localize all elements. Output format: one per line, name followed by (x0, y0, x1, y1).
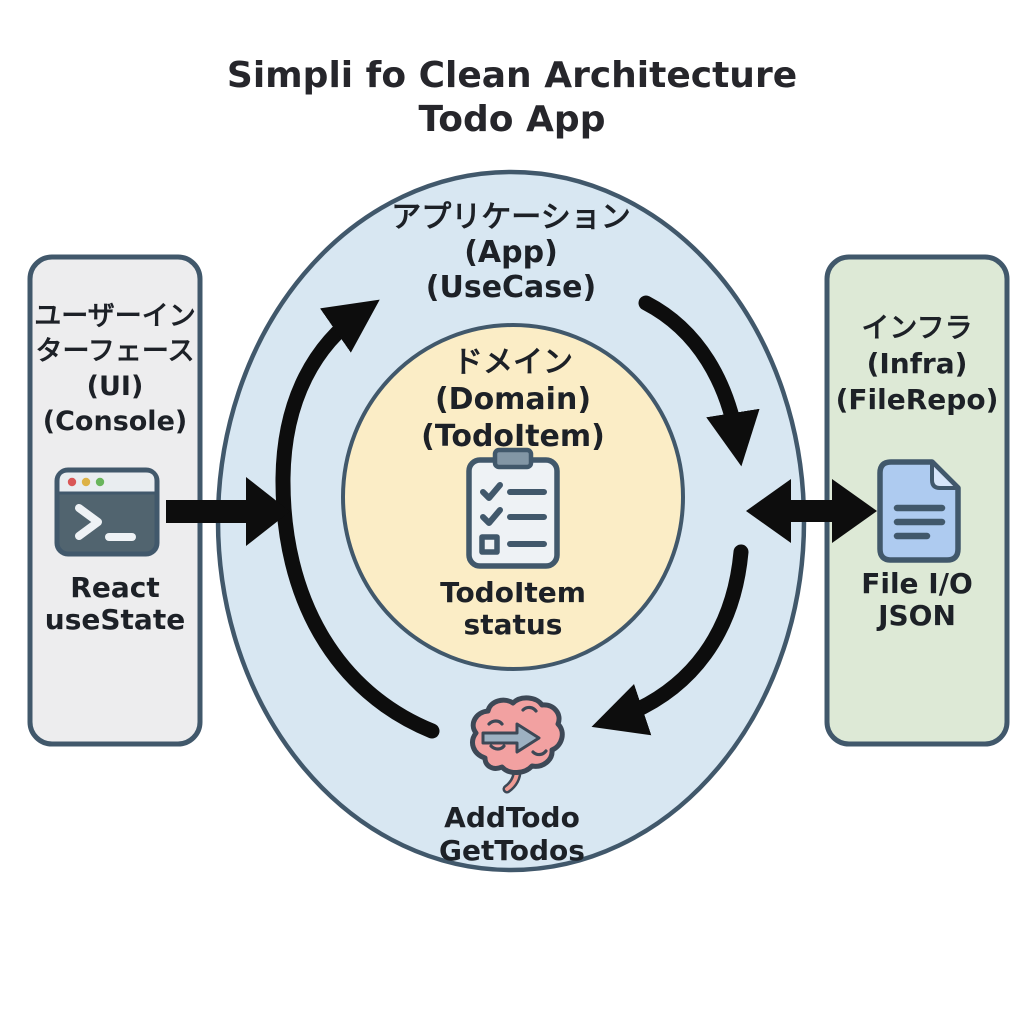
window-dot-yellow (81, 477, 91, 487)
arc-arrow-cycle-bottom-to-usecase (591, 544, 749, 736)
file-document-icon (877, 459, 961, 563)
clipboard-checklist-icon (466, 447, 560, 569)
checkmark (480, 482, 503, 501)
window-dot-red (67, 477, 77, 487)
arrow-ui-to-app (166, 477, 290, 546)
arc-arrow-cycle-up-left (275, 299, 440, 739)
arc-arrow-cycle-down-right (638, 295, 760, 467)
folded-corner (930, 460, 960, 490)
empty-checkbox (479, 534, 500, 555)
window-dot-green (95, 477, 105, 487)
checkmark (480, 507, 503, 526)
terminal-window-icon (54, 467, 160, 557)
prompt-chevron (75, 504, 102, 540)
brain-usecase-icon (470, 695, 565, 794)
flow-arrow-glyph (481, 722, 541, 754)
brain-folds (487, 705, 548, 757)
arrow-app-infra-bidirectional (746, 479, 877, 543)
